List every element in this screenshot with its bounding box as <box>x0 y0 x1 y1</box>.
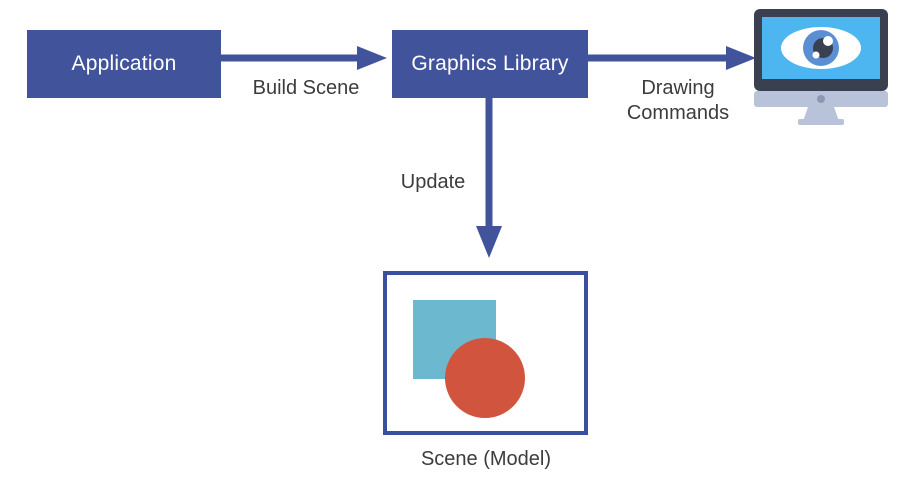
node-scene-model[interactable] <box>383 271 588 435</box>
edge-label-drawing-commands: Drawing Commands <box>626 77 730 124</box>
edge-label-build-scene: Build Scene <box>252 77 360 99</box>
edge-label-update: Update <box>400 171 466 193</box>
node-scene-model-caption: Scene (Model) <box>420 448 552 470</box>
monitor-with-eye-icon[interactable] <box>750 5 892 127</box>
node-graphics-library-label: Graphics Library <box>411 52 569 75</box>
arrow-drawing-commands <box>588 46 756 70</box>
node-graphics-library[interactable]: Graphics Library <box>392 30 588 98</box>
node-application-label: Application <box>71 52 177 75</box>
arrow-build-scene <box>221 46 387 70</box>
node-application[interactable]: Application <box>27 30 221 98</box>
scene-shape-circle <box>445 338 525 418</box>
arrow-update <box>476 96 502 258</box>
